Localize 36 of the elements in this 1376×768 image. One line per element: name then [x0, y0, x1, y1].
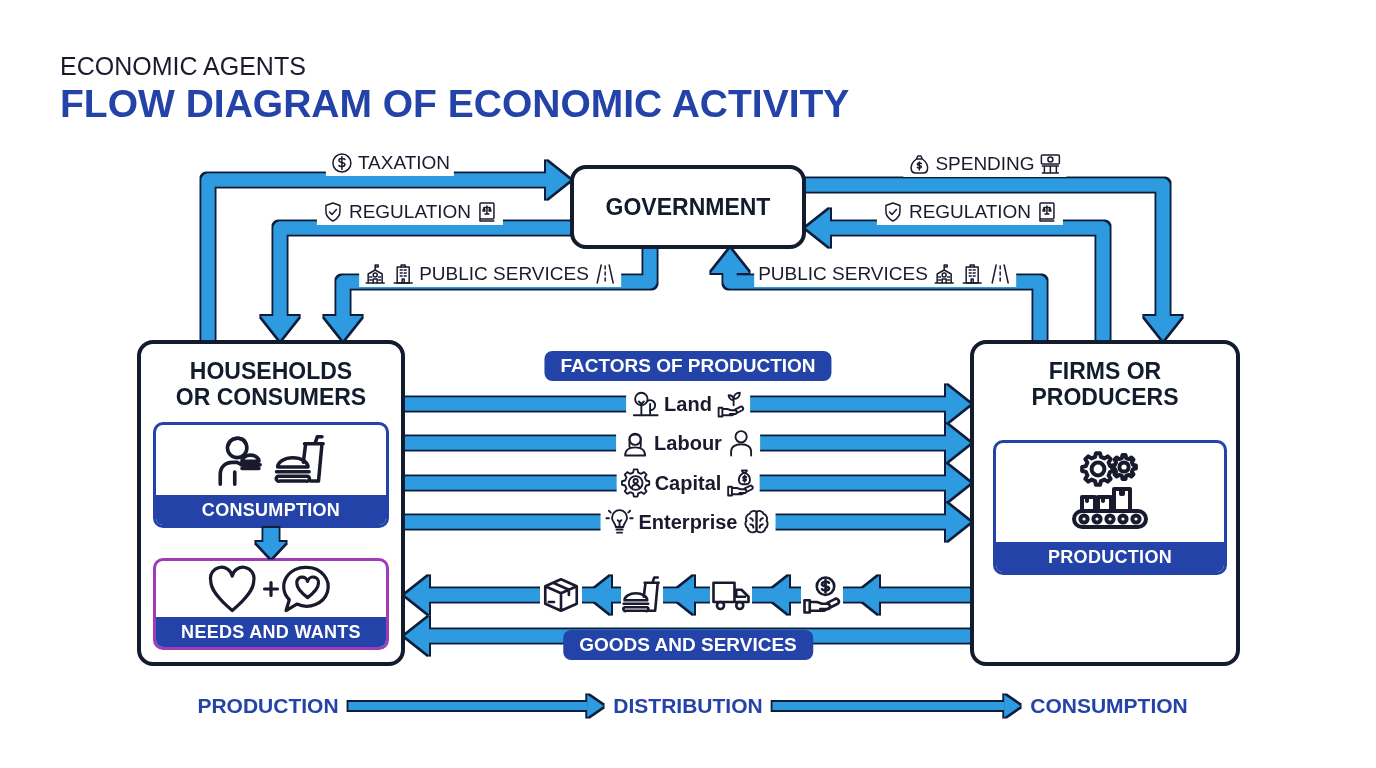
diagram-title: FLOW DIAGRAM OF ECONOMIC ACTIVITY [60, 82, 850, 126]
box-title: HOUSEHOLDS OR CONSUMERS [174, 358, 368, 411]
arrow [261, 221, 570, 340]
box-title: GOVERNMENT [605, 193, 771, 221]
stage-label: PRODUCTION [197, 694, 339, 718]
caption-band: NEEDS AND WANTS [156, 617, 386, 647]
edge-label: REGULATION [348, 201, 472, 223]
agent-box [570, 165, 806, 249]
arrow [806, 209, 1110, 340]
subtitle: ECONOMIC AGENTS [60, 52, 306, 81]
box-title: FIRMS OR PRODUCERS [1030, 358, 1180, 411]
arrow [806, 178, 1182, 340]
edge-label: REGULATION [908, 201, 1032, 223]
arrow [711, 249, 1047, 340]
agent-box [137, 340, 405, 666]
panel-card [993, 440, 1227, 575]
edge-label: SPENDING [935, 153, 1035, 175]
edge-label: Land [664, 392, 712, 416]
panel-card [153, 558, 389, 650]
edge-label: GOODS AND SERVICES [563, 630, 813, 660]
edge-label: PUBLIC SERVICES [419, 263, 589, 285]
edge-label: TAXATION [357, 152, 451, 174]
arrow [256, 528, 286, 558]
stage-label: CONSUMPTION [1030, 694, 1188, 718]
stage-label: DISTRIBUTION [613, 694, 763, 718]
arrow [201, 161, 570, 340]
section-heading: FACTORS OF PRODUCTION [544, 351, 832, 381]
edge-label: PUBLIC SERVICES [758, 263, 928, 285]
caption-band: PRODUCTION [996, 542, 1224, 572]
panel-card [153, 422, 389, 528]
agent-box [970, 340, 1240, 666]
caption-band: CONSUMPTION [156, 495, 386, 525]
edge-label: Labour [654, 431, 722, 455]
edge-label: Enterprise [638, 510, 738, 534]
edge-label: Capital [654, 471, 722, 495]
arrow [324, 249, 657, 340]
